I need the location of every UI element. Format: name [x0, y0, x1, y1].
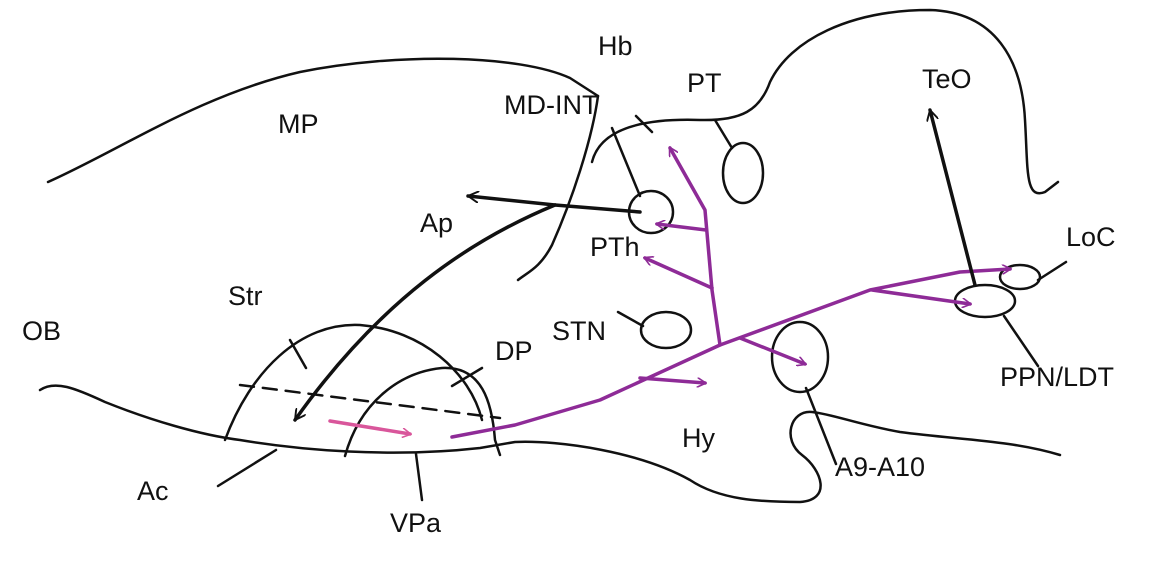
label-pt: PT: [687, 68, 722, 98]
label-hb: Hb: [598, 31, 633, 61]
nuclei: [627, 141, 1042, 394]
black-pathways: [293, 110, 977, 422]
label-a9-a10: A9-A10: [835, 452, 925, 482]
leader-lines: [216, 114, 1068, 502]
label-hy: Hy: [682, 423, 715, 453]
label-ap: Ap: [420, 208, 453, 238]
loc-nucleus: [998, 263, 1042, 291]
brain-outline: [38, 8, 1062, 504]
label-stn: STN: [552, 316, 606, 346]
label-str: Str: [228, 281, 263, 311]
label-dp: DP: [495, 336, 533, 366]
label-loc: LoC: [1066, 222, 1116, 252]
pt-nucleus: [721, 141, 765, 205]
a9-a10-nucleus: [770, 320, 830, 394]
label-ppn-ldt: PPN/LDT: [1000, 362, 1114, 392]
purple-pathways: [328, 148, 1010, 439]
label-vpa: VPa: [390, 508, 442, 538]
label-ac: Ac: [137, 476, 169, 506]
label-mp: MP: [278, 109, 319, 139]
label-teo: TeO: [922, 64, 972, 94]
label-pth: PTh: [590, 232, 640, 262]
label-ob: OB: [22, 316, 61, 346]
label-md-int: MD-INT: [504, 90, 598, 120]
ppn-ldt-nucleus: [953, 283, 1017, 319]
stn-nucleus: [639, 310, 693, 350]
